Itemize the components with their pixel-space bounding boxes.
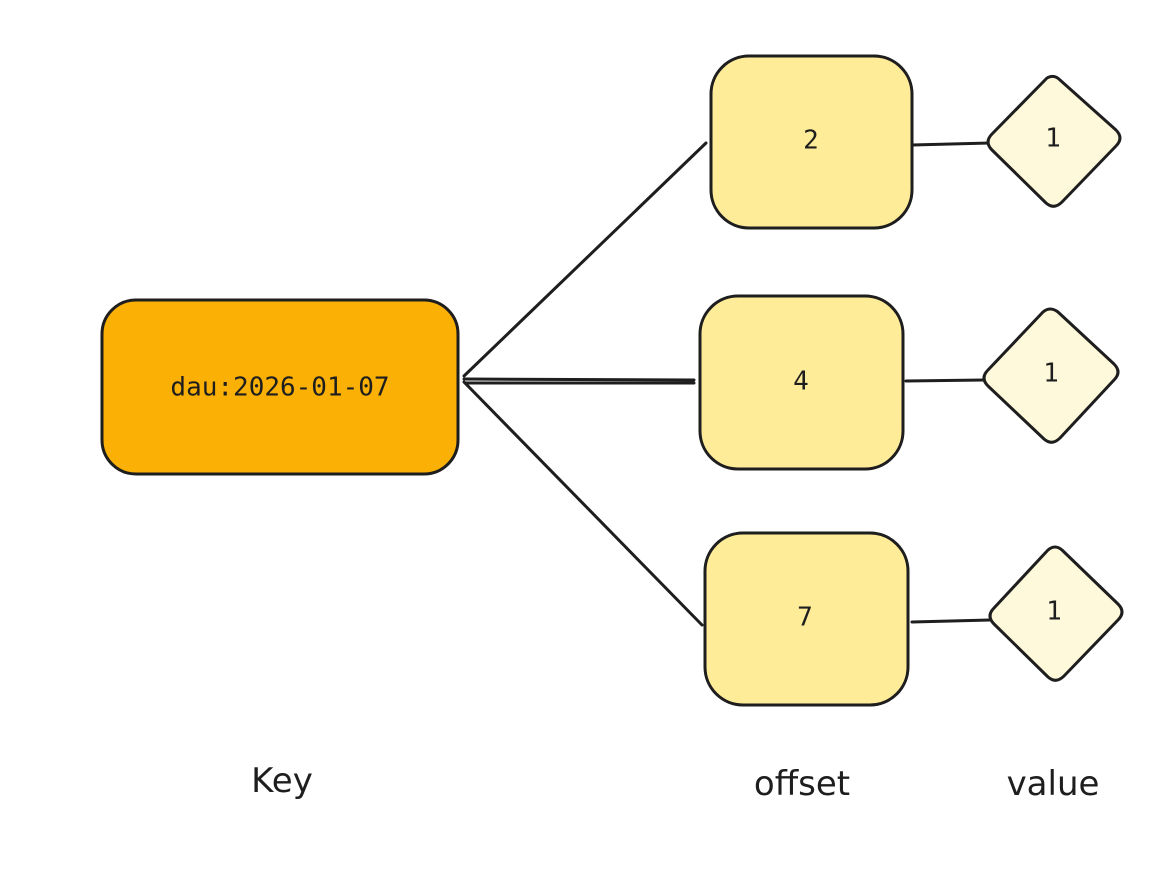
value-node-0: 1	[986, 74, 1122, 208]
offset-label: 4	[793, 367, 809, 397]
value-diamond	[986, 74, 1122, 208]
caption-value: value	[1007, 764, 1100, 804]
connector-key-offset-2	[462, 380, 704, 627]
key-box	[100, 298, 460, 476]
value-label: 1	[1043, 359, 1059, 389]
caption-offset: offset	[754, 764, 850, 804]
offset-label: 7	[797, 603, 813, 633]
connector-offset-value-2	[910, 618, 992, 624]
key-label: dau:2026-01-07	[170, 373, 389, 403]
value-diamond	[982, 307, 1120, 444]
connector-key-offset-1	[462, 377, 696, 382]
offset-node-2: 7	[703, 531, 910, 707]
offset-box	[698, 294, 905, 471]
offset-box	[709, 54, 914, 230]
offset-label: 2	[803, 126, 819, 156]
caption-key: Key	[251, 761, 313, 801]
value-label: 1	[1046, 597, 1062, 627]
value-diamond	[988, 545, 1124, 682]
connector-offset-value-0	[910, 141, 992, 147]
connector-offset-value-1	[904, 378, 986, 383]
offset-box	[703, 531, 910, 707]
value-label: 1	[1045, 124, 1061, 154]
key-node: dau:2026-01-07	[100, 298, 460, 476]
offset-node-0: 2	[709, 54, 914, 230]
value-node-2: 1	[988, 545, 1124, 682]
connectors	[462, 141, 992, 627]
offset-node-1: 4	[698, 294, 905, 471]
value-node-1: 1	[982, 307, 1120, 444]
connector-key-offset-0	[462, 141, 708, 378]
